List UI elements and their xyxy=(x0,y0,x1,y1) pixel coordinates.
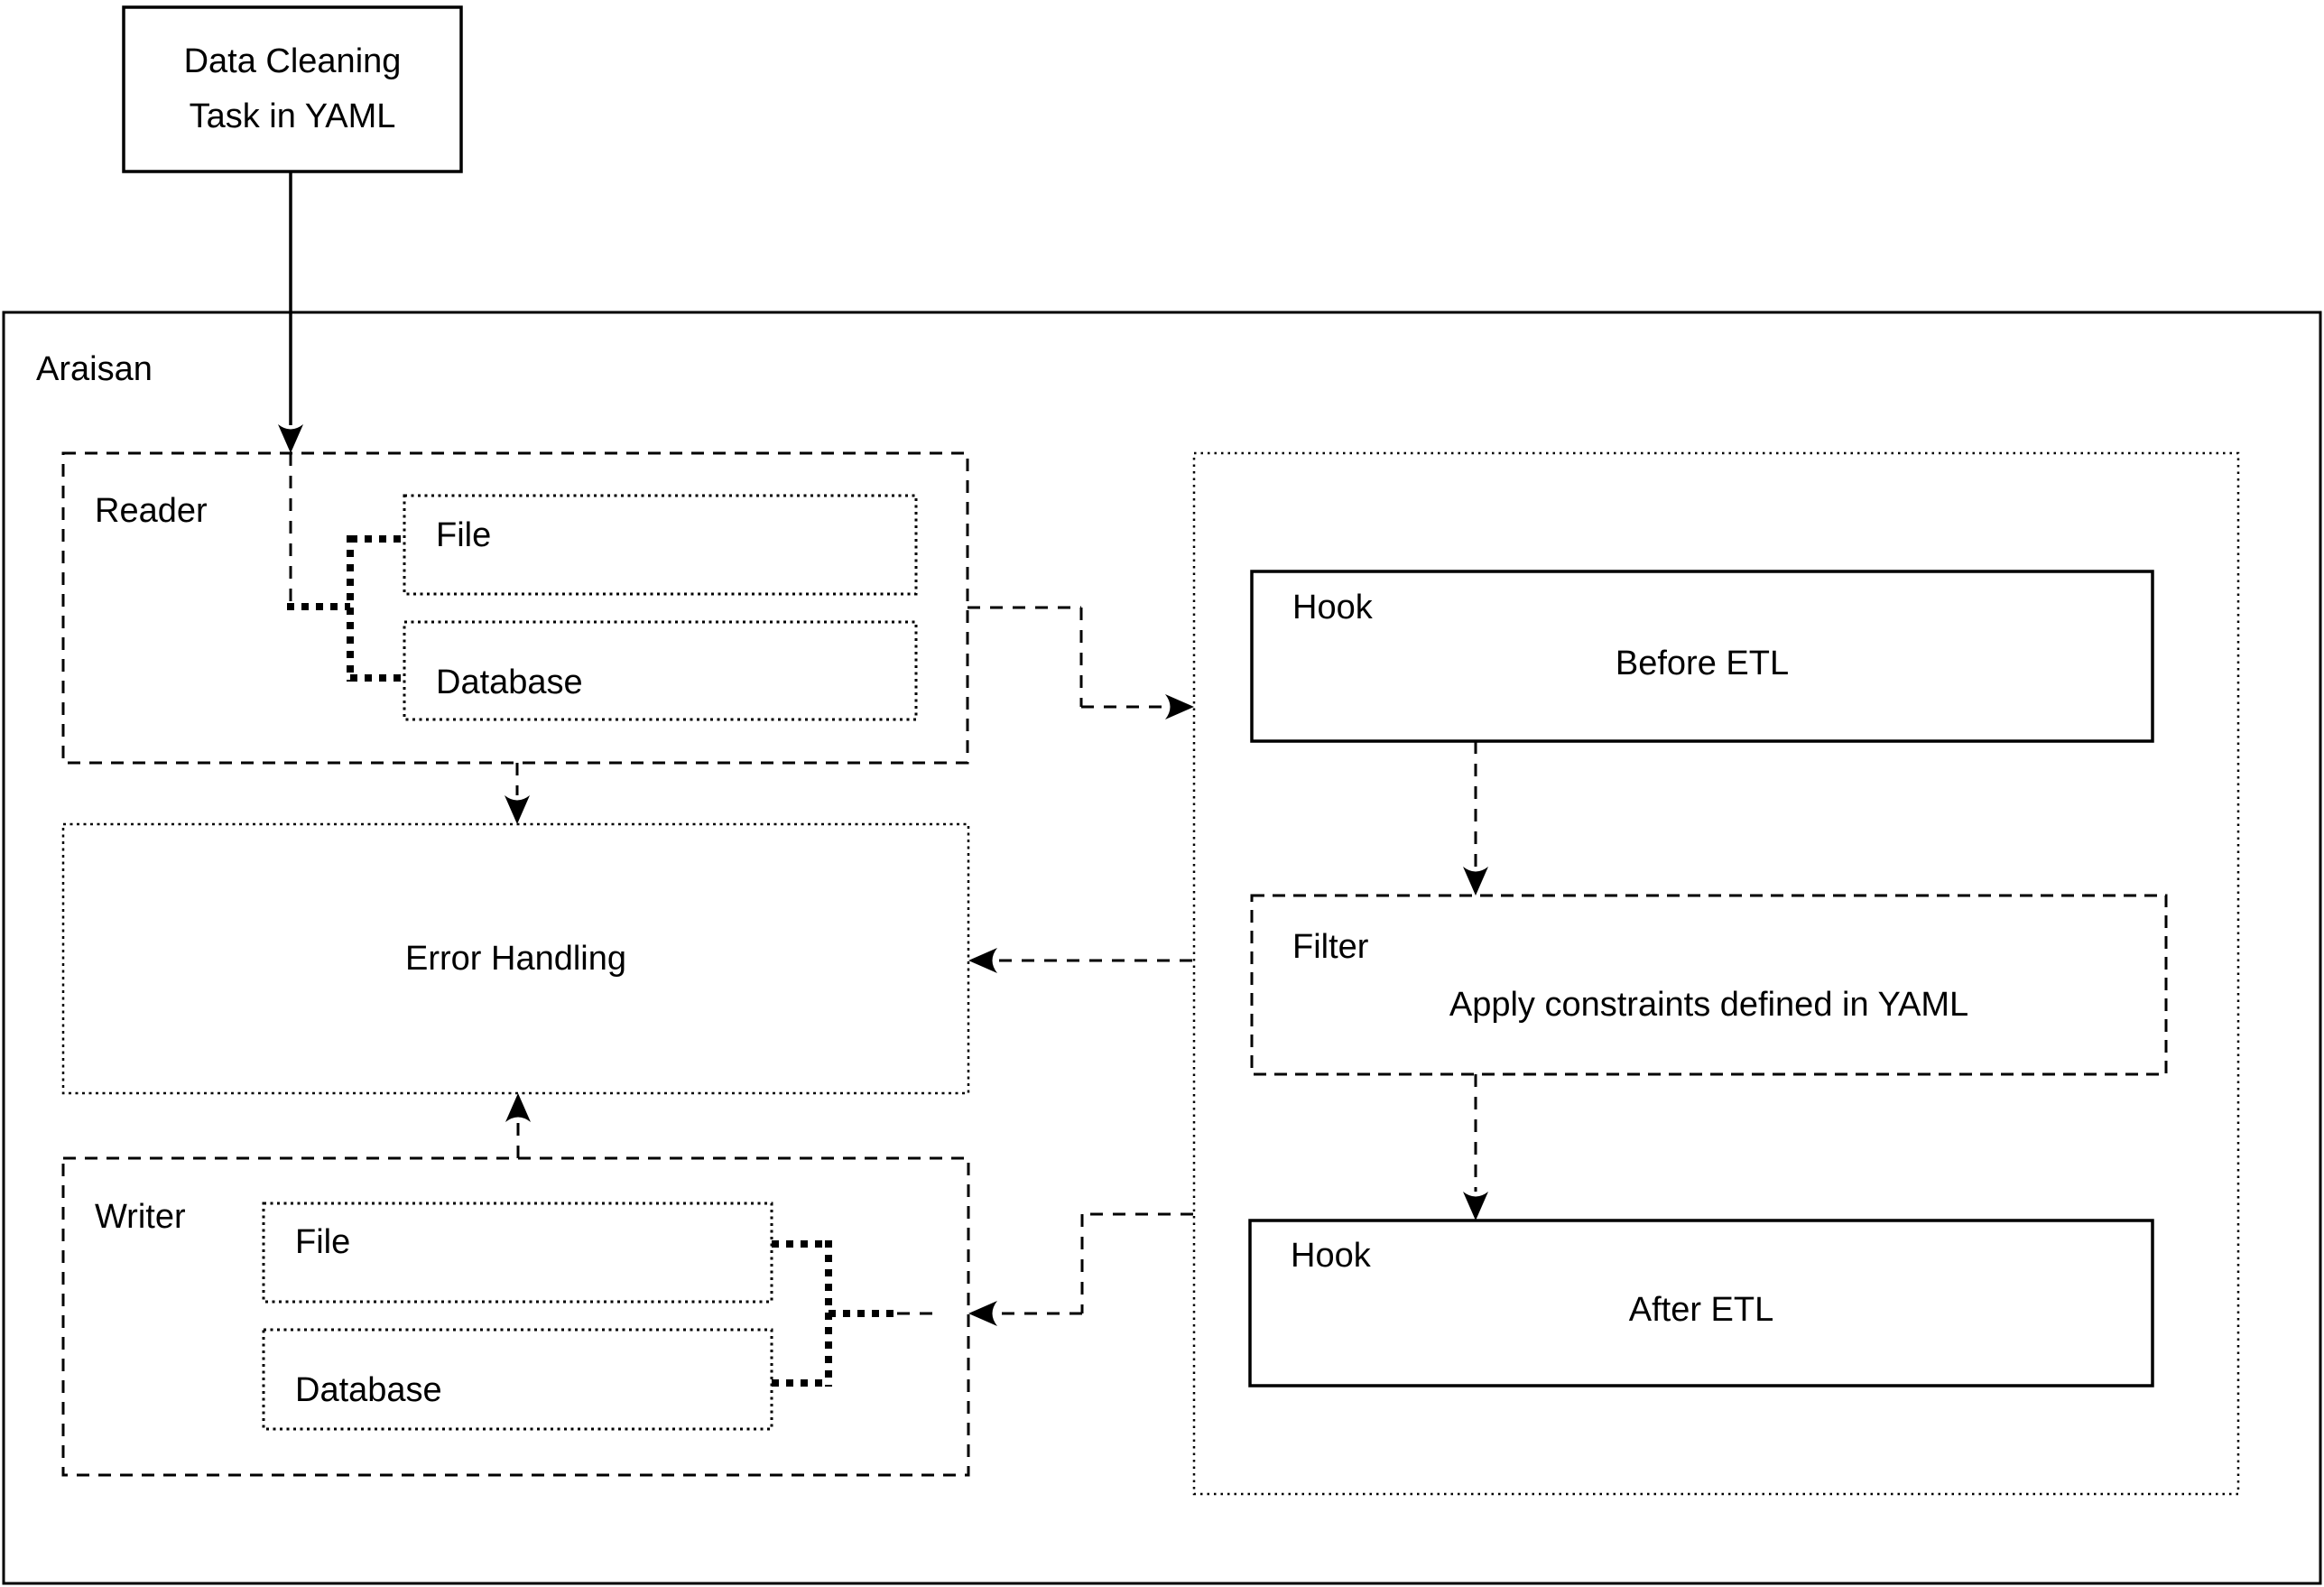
hook-after-label: Hook xyxy=(1291,1237,1371,1275)
writer-to-error-arrow-head xyxy=(505,1093,531,1122)
reader-label: Reader xyxy=(95,492,208,530)
writer-database-label: Database xyxy=(295,1371,442,1409)
writer-label: Writer xyxy=(95,1198,186,1236)
reader-database-label: Database xyxy=(436,664,583,701)
task-node-line2: Task in YAML xyxy=(189,97,396,135)
hook-before-box-border xyxy=(1250,570,2154,743)
reader-to-hook-dashed-line xyxy=(968,606,1167,709)
filter-box-border xyxy=(1250,894,2168,1076)
hook-after-to-writer-dashed-line xyxy=(997,1212,1193,1315)
error-handling-label: Error Handling xyxy=(405,940,626,978)
hook-before-description: Before ETL xyxy=(1615,645,1790,682)
filter-label: Filter xyxy=(1292,928,1369,966)
arrow-task-to-reader-head xyxy=(278,424,303,453)
filter-to-error-arrow-head xyxy=(968,948,997,973)
hook-after-to-writer-arrow-head xyxy=(968,1301,997,1326)
etl-container-border xyxy=(1192,451,2240,1496)
reader-file-label: File xyxy=(436,516,492,554)
filter-description: Apply constraints defined in YAML xyxy=(1449,986,1969,1024)
writer-file-box-border xyxy=(262,1202,773,1304)
hook-after-description: After ETL xyxy=(1628,1291,1774,1329)
writer-box-border xyxy=(61,1156,970,1477)
filter-to-hook-after-arrow-head xyxy=(1463,1192,1488,1220)
reader-to-hook-arrow-head xyxy=(1165,694,1194,719)
task-node-line1: Data Cleaning xyxy=(183,42,402,80)
araisan-system-border xyxy=(2,311,2322,1585)
task-node-border xyxy=(122,5,463,173)
hook-before-label: Hook xyxy=(1292,589,1373,626)
araisan-system-label: Araisan xyxy=(36,350,153,388)
task-node: Data Cleaning Task in YAML xyxy=(124,7,461,172)
reader-file-box-border xyxy=(403,494,918,596)
error-handling-box-border xyxy=(61,822,970,1095)
hook-before-to-filter-arrow-head xyxy=(1463,867,1488,896)
hook-after-box-border xyxy=(1248,1219,2154,1387)
writer-file-label: File xyxy=(295,1223,351,1261)
reader-to-error-arrow-head xyxy=(505,795,530,824)
